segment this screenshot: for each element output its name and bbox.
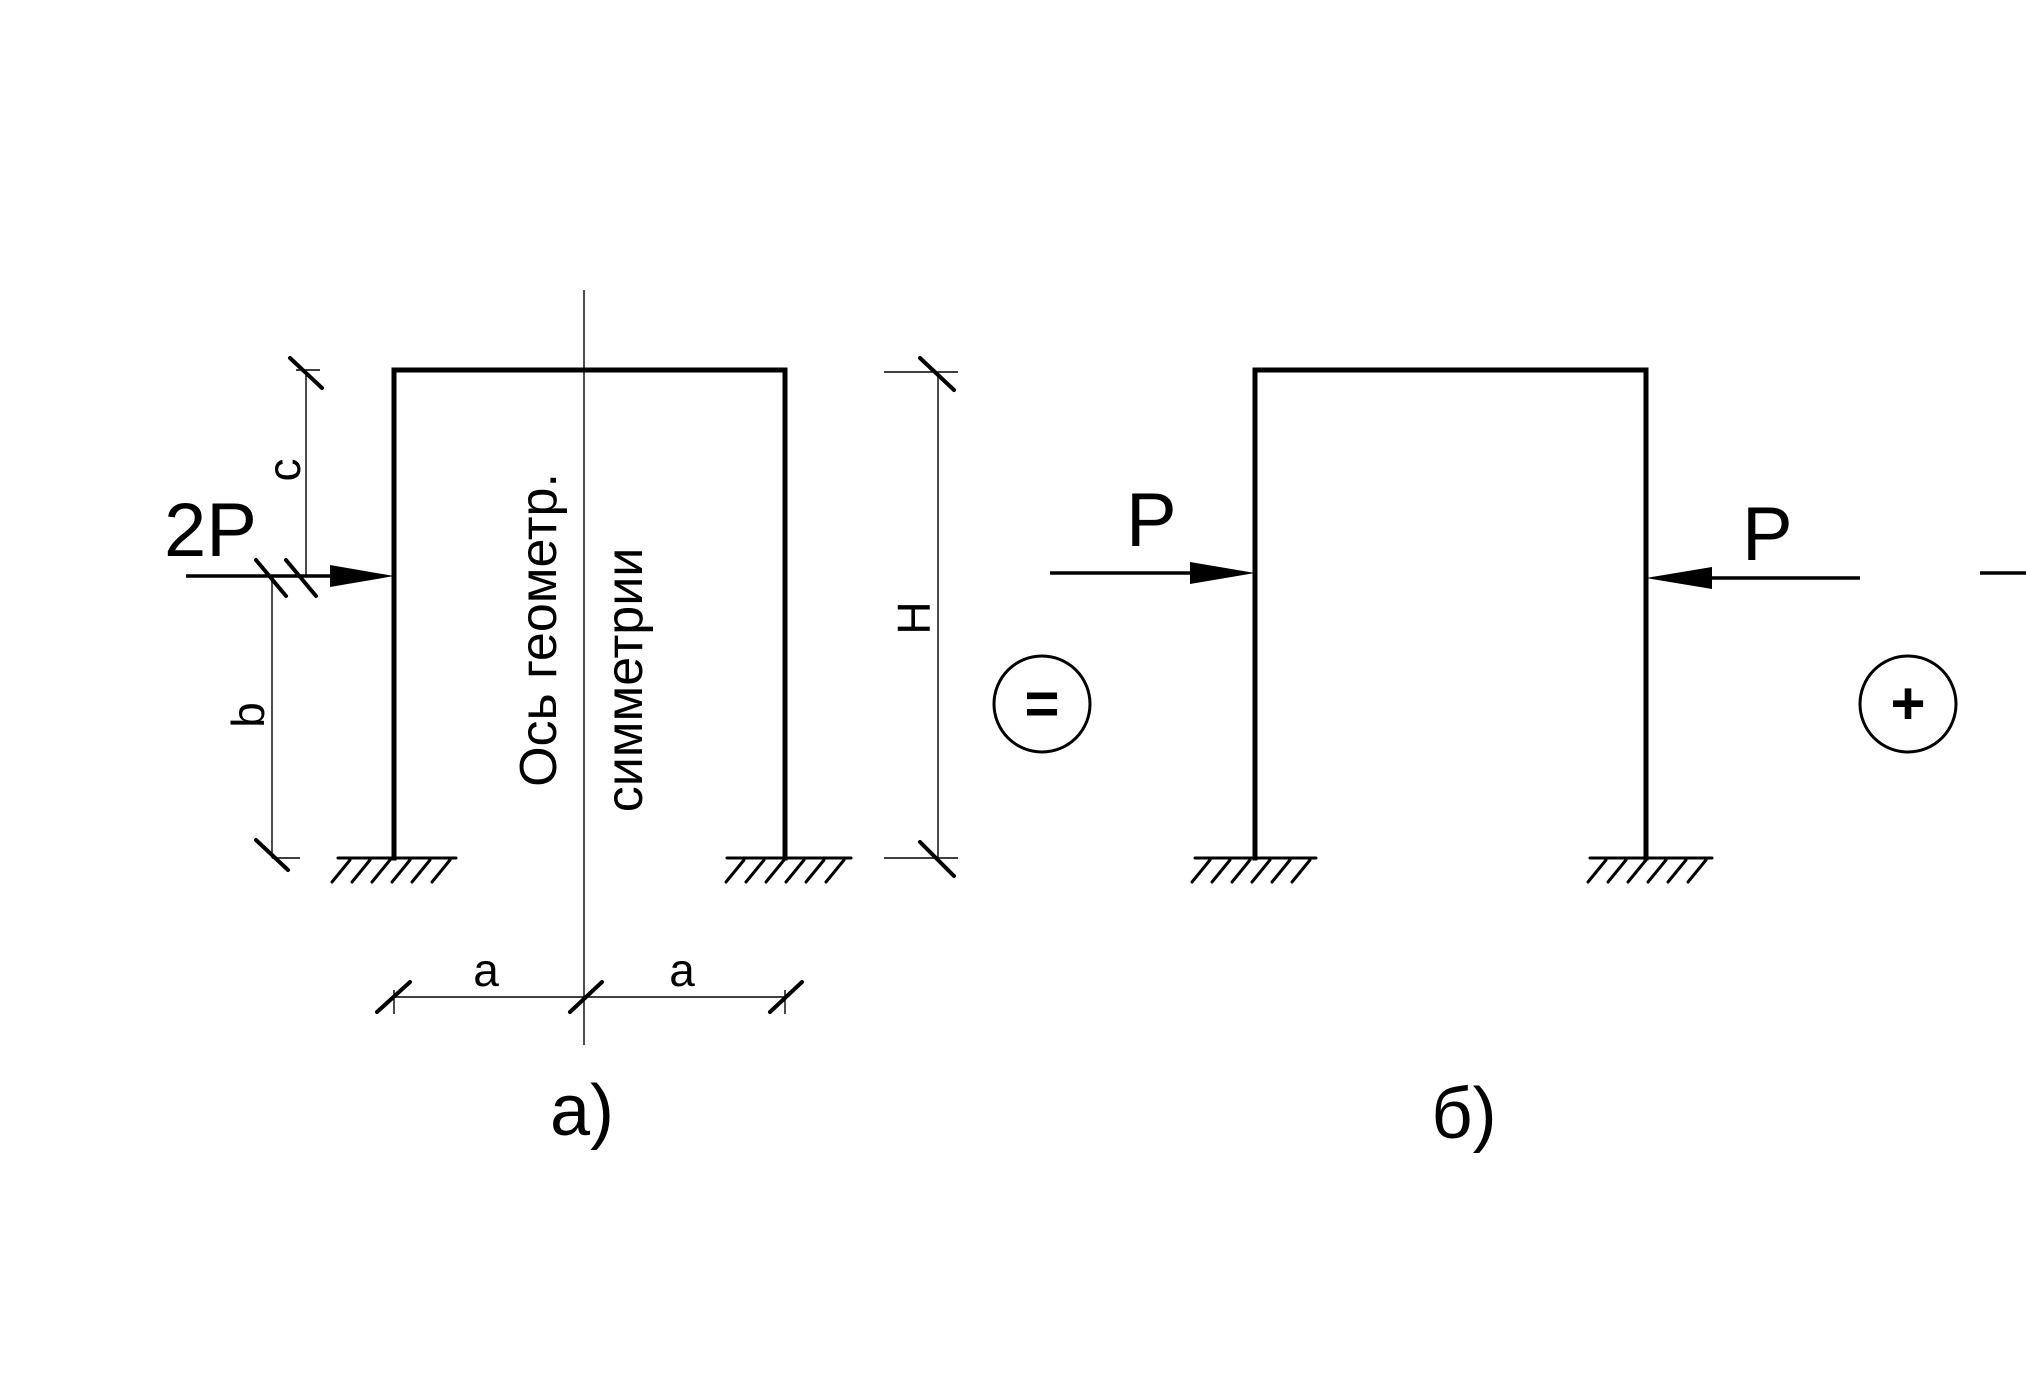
force-2p-label: 2P xyxy=(164,488,257,573)
caption-a: а) xyxy=(550,1071,614,1151)
equals-operator: = xyxy=(992,654,1092,754)
plus-sign: + xyxy=(1890,670,1925,737)
symmetry-axis-label-line1: Ось геометр. xyxy=(510,473,568,787)
force-p-right-label: P xyxy=(1742,492,1793,577)
frame-a xyxy=(391,367,788,861)
dimension-a-right-label: a xyxy=(669,944,695,996)
frame-b xyxy=(1252,367,1649,861)
dimension-b xyxy=(254,558,300,872)
figure-a: 2P c b H xyxy=(164,290,958,1151)
plus-operator: + xyxy=(1858,654,1958,754)
figure-b: P P б) xyxy=(1050,367,1860,1154)
dimension-h xyxy=(884,356,958,878)
dimension-h-label: H xyxy=(888,601,940,634)
fixed-support-left-a xyxy=(330,856,458,884)
fixed-support-right-b xyxy=(1586,856,1714,884)
force-p-left-arrow xyxy=(1050,562,1255,584)
dimension-a xyxy=(375,980,804,1014)
symmetry-axis-label-line2: симметрии xyxy=(596,548,654,813)
dimension-c xyxy=(284,356,324,598)
equals-sign: = xyxy=(1024,670,1059,737)
dimension-a-left-label: a xyxy=(473,944,499,996)
force-p-left-label: P xyxy=(1126,478,1177,563)
force-2p-arrow xyxy=(186,565,394,587)
fixed-support-right-a xyxy=(724,856,853,884)
dimension-c-label: c xyxy=(258,459,310,482)
fixed-support-left-b xyxy=(1190,856,1318,884)
caption-b: б) xyxy=(1431,1074,1496,1154)
dimension-b-label: b xyxy=(222,702,274,728)
force-p-right-arrow xyxy=(1646,567,1860,589)
